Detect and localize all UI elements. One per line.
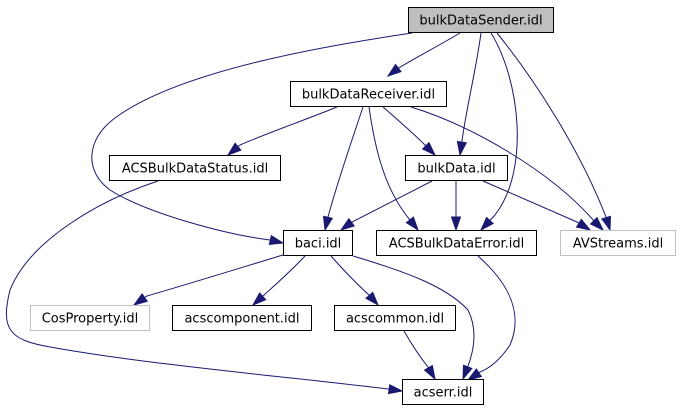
arrowhead-icon [386,63,402,77]
node-ACSBulkDataStatus[interactable]: ACSBulkDataStatus.idl [109,155,281,181]
arrowhead-icon [268,234,285,246]
edge-bulkDataSender-to-AVStreams [496,32,612,232]
edges-layer [5,32,612,395]
arrowhead-icon [479,216,495,232]
node-acscommon[interactable]: acscommon.idl [334,305,456,331]
node-label: baci.idl [295,237,342,252]
arrowhead-icon [462,364,473,381]
arrowhead-icon [251,292,267,307]
node-box[interactable] [334,305,456,331]
edge-line [262,255,306,297]
edge-bulkDataReceiver-to-ACSBulkDataError [368,106,419,232]
node-box[interactable] [283,230,353,256]
edge-line [144,254,284,299]
node-label: acscomponent.idl [184,312,299,327]
node-acserr[interactable]: acserr.idl [402,379,484,405]
arrowhead-icon [322,215,334,232]
node-label: ACSBulkDataError.idl [389,237,524,252]
edge-bulkDataSender-to-ACSBulkDataError [479,32,518,232]
edge-ACSBulkDataStatus-to-acserr [5,180,404,395]
edge-line [477,255,516,374]
edge-line [351,180,433,223]
edge-bulkDataSender-to-bulkDataReceiver [386,32,461,77]
arrowhead-icon [405,216,419,232]
edge-line [396,32,461,70]
edge-line [327,106,364,218]
arrowhead-icon [423,364,436,381]
edge-bulkDataReceiver-to-baci [322,106,364,232]
node-AVStreams[interactable]: AVStreams.idl [560,230,676,256]
node-label: bulkDataSender.idl [419,14,542,29]
node-label: acserr.idl [414,386,473,401]
node-label: bulkDataReceiver.idl [302,88,435,103]
node-label: acscommon.idl [346,312,444,327]
arrowhead-icon [589,216,605,232]
edge-bulkDataReceiver-to-bulkData [382,106,437,157]
edge-bulkDataReceiver-to-ACSBulkDataStatus [226,106,338,156]
node-bulkData[interactable]: bulkData.idl [405,155,508,181]
node-CosProperty[interactable]: CosProperty.idl [30,305,150,331]
arrowhead-icon [132,293,149,306]
node-box[interactable] [405,155,508,181]
arrowhead-icon [226,142,242,156]
edge-baci-to-acscomponent [251,255,306,307]
edge-line [461,32,482,143]
node-box[interactable] [376,230,537,256]
edge-line [482,180,580,224]
node-box[interactable] [172,305,312,331]
edge-line [368,106,411,221]
arrowhead-icon [466,368,483,381]
edge-line [5,180,390,390]
arrowhead-icon [575,218,592,231]
arrowhead-icon [339,217,355,231]
arrowhead-icon [365,291,380,307]
edge-line [91,32,413,241]
edge-line [237,106,338,148]
nodes-layer: bulkDataSender.idl bulkDataReceiver.idl … [30,7,676,405]
node-label: AVStreams.idl [573,237,663,252]
edge-acscommon-to-acserr [403,330,436,381]
node-acscomponent[interactable]: acscomponent.idl [172,305,312,331]
edge-baci-to-CosProperty [132,254,284,306]
edge-baci-to-acscommon [330,255,380,307]
edge-line [489,32,518,221]
edge-bulkData-to-AVStreams [482,180,592,231]
edge-bulkData-to-baci [339,180,433,231]
node-box[interactable] [30,305,150,331]
edge-line [352,255,475,368]
edge-bulkData-to-ACSBulkDataError [450,181,462,232]
arrowhead-icon [421,141,437,157]
node-label: ACSBulkDataStatus.idl [122,162,268,177]
arrowhead-icon [601,215,612,232]
node-box[interactable] [560,230,676,256]
edge-line [330,255,371,297]
edge-line [382,106,427,147]
node-ACSBulkDataError[interactable]: ACSBulkDataError.idl [376,230,537,256]
arrowhead-icon [450,216,462,232]
edge-line [496,32,607,218]
node-box[interactable] [109,155,281,181]
node-bulkDataSender[interactable]: bulkDataSender.idl [408,7,554,33]
edge-baci-to-acserr [352,255,475,381]
node-bulkDataReceiver[interactable]: bulkDataReceiver.idl [290,81,447,107]
node-box[interactable] [290,81,447,107]
node-label: CosProperty.idl [42,312,139,327]
edge-ACSBulkDataError-to-acserr [466,255,516,381]
edge-bulkDataReceiver-to-AVStreams [410,106,605,232]
arrowhead-icon [387,383,404,395]
node-baci[interactable]: baci.idl [283,230,353,256]
edge-line [410,106,596,223]
edge-bulkDataSender-to-baci [91,32,413,246]
node-box[interactable] [408,7,554,33]
node-box[interactable] [402,379,484,405]
edge-bulkDataSender-to-bulkData [456,32,482,157]
node-label: bulkData.idl [417,162,495,177]
arrowhead-icon [456,140,468,157]
edge-line [403,330,429,369]
